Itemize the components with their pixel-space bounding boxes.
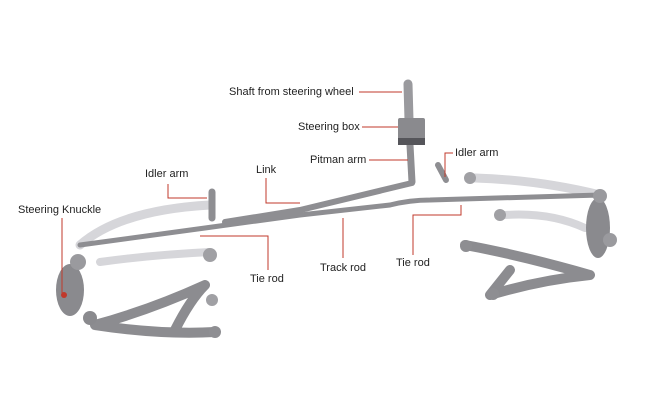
right-lower-link: [501, 210, 589, 232]
label-shaft: Shaft from steering wheel: [229, 86, 354, 98]
label-idler-arm-left: Idler arm: [145, 168, 189, 180]
label-link: Link: [256, 164, 277, 176]
label-track-rod: Track rod: [320, 262, 367, 274]
right-upper-arm: [470, 173, 605, 200]
right-idler-arm: [435, 162, 449, 183]
right-lower-control-arm: [460, 240, 595, 300]
right-steering-knuckle: [586, 198, 610, 258]
shaft: [403, 79, 414, 125]
label-steering-box: Steering box: [298, 121, 360, 133]
track-rod: [77, 192, 603, 248]
left-lower-control-arm: [90, 280, 220, 338]
link-rod: [222, 180, 415, 225]
label-idler-arm-right: Idler arm: [455, 147, 499, 159]
leader-lines: [61, 91, 462, 294]
label-pitman-arm: Pitman arm: [310, 154, 367, 166]
label-steering-knuckle: Steering Knuckle: [18, 204, 102, 216]
label-tie-rod-left: Tie rod: [250, 273, 284, 285]
left-lower-link: [96, 248, 214, 266]
left-steering-knuckle: [56, 264, 84, 316]
pitman-arm: [406, 141, 416, 186]
left-upper-arm: [75, 200, 215, 250]
label-tie-rod-right: Tie rod: [396, 257, 430, 269]
